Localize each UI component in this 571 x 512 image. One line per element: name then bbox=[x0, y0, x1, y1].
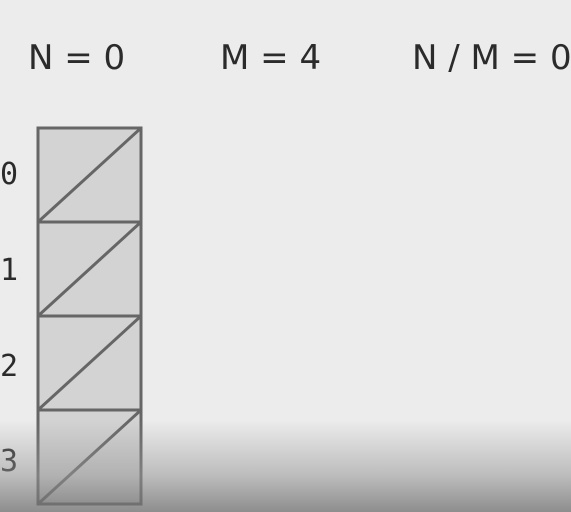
m-capacity-label: M = 4 bbox=[220, 38, 322, 78]
array-index-label: 2 bbox=[0, 349, 19, 384]
empty-slot-slash bbox=[36, 126, 143, 224]
array-cell bbox=[36, 408, 143, 506]
array-index-label: 3 bbox=[0, 444, 19, 479]
array-index-label: 1 bbox=[0, 253, 19, 288]
array-cell bbox=[36, 220, 143, 318]
array-cell bbox=[36, 126, 143, 224]
array-cell bbox=[36, 314, 143, 412]
array-index-label: 0 bbox=[0, 157, 19, 192]
n-counter-label: N = 0 bbox=[28, 38, 126, 78]
load-factor-label: N / M = 0 bbox=[412, 38, 571, 78]
empty-slot-slash bbox=[36, 220, 143, 318]
empty-slot-slash bbox=[36, 314, 143, 412]
